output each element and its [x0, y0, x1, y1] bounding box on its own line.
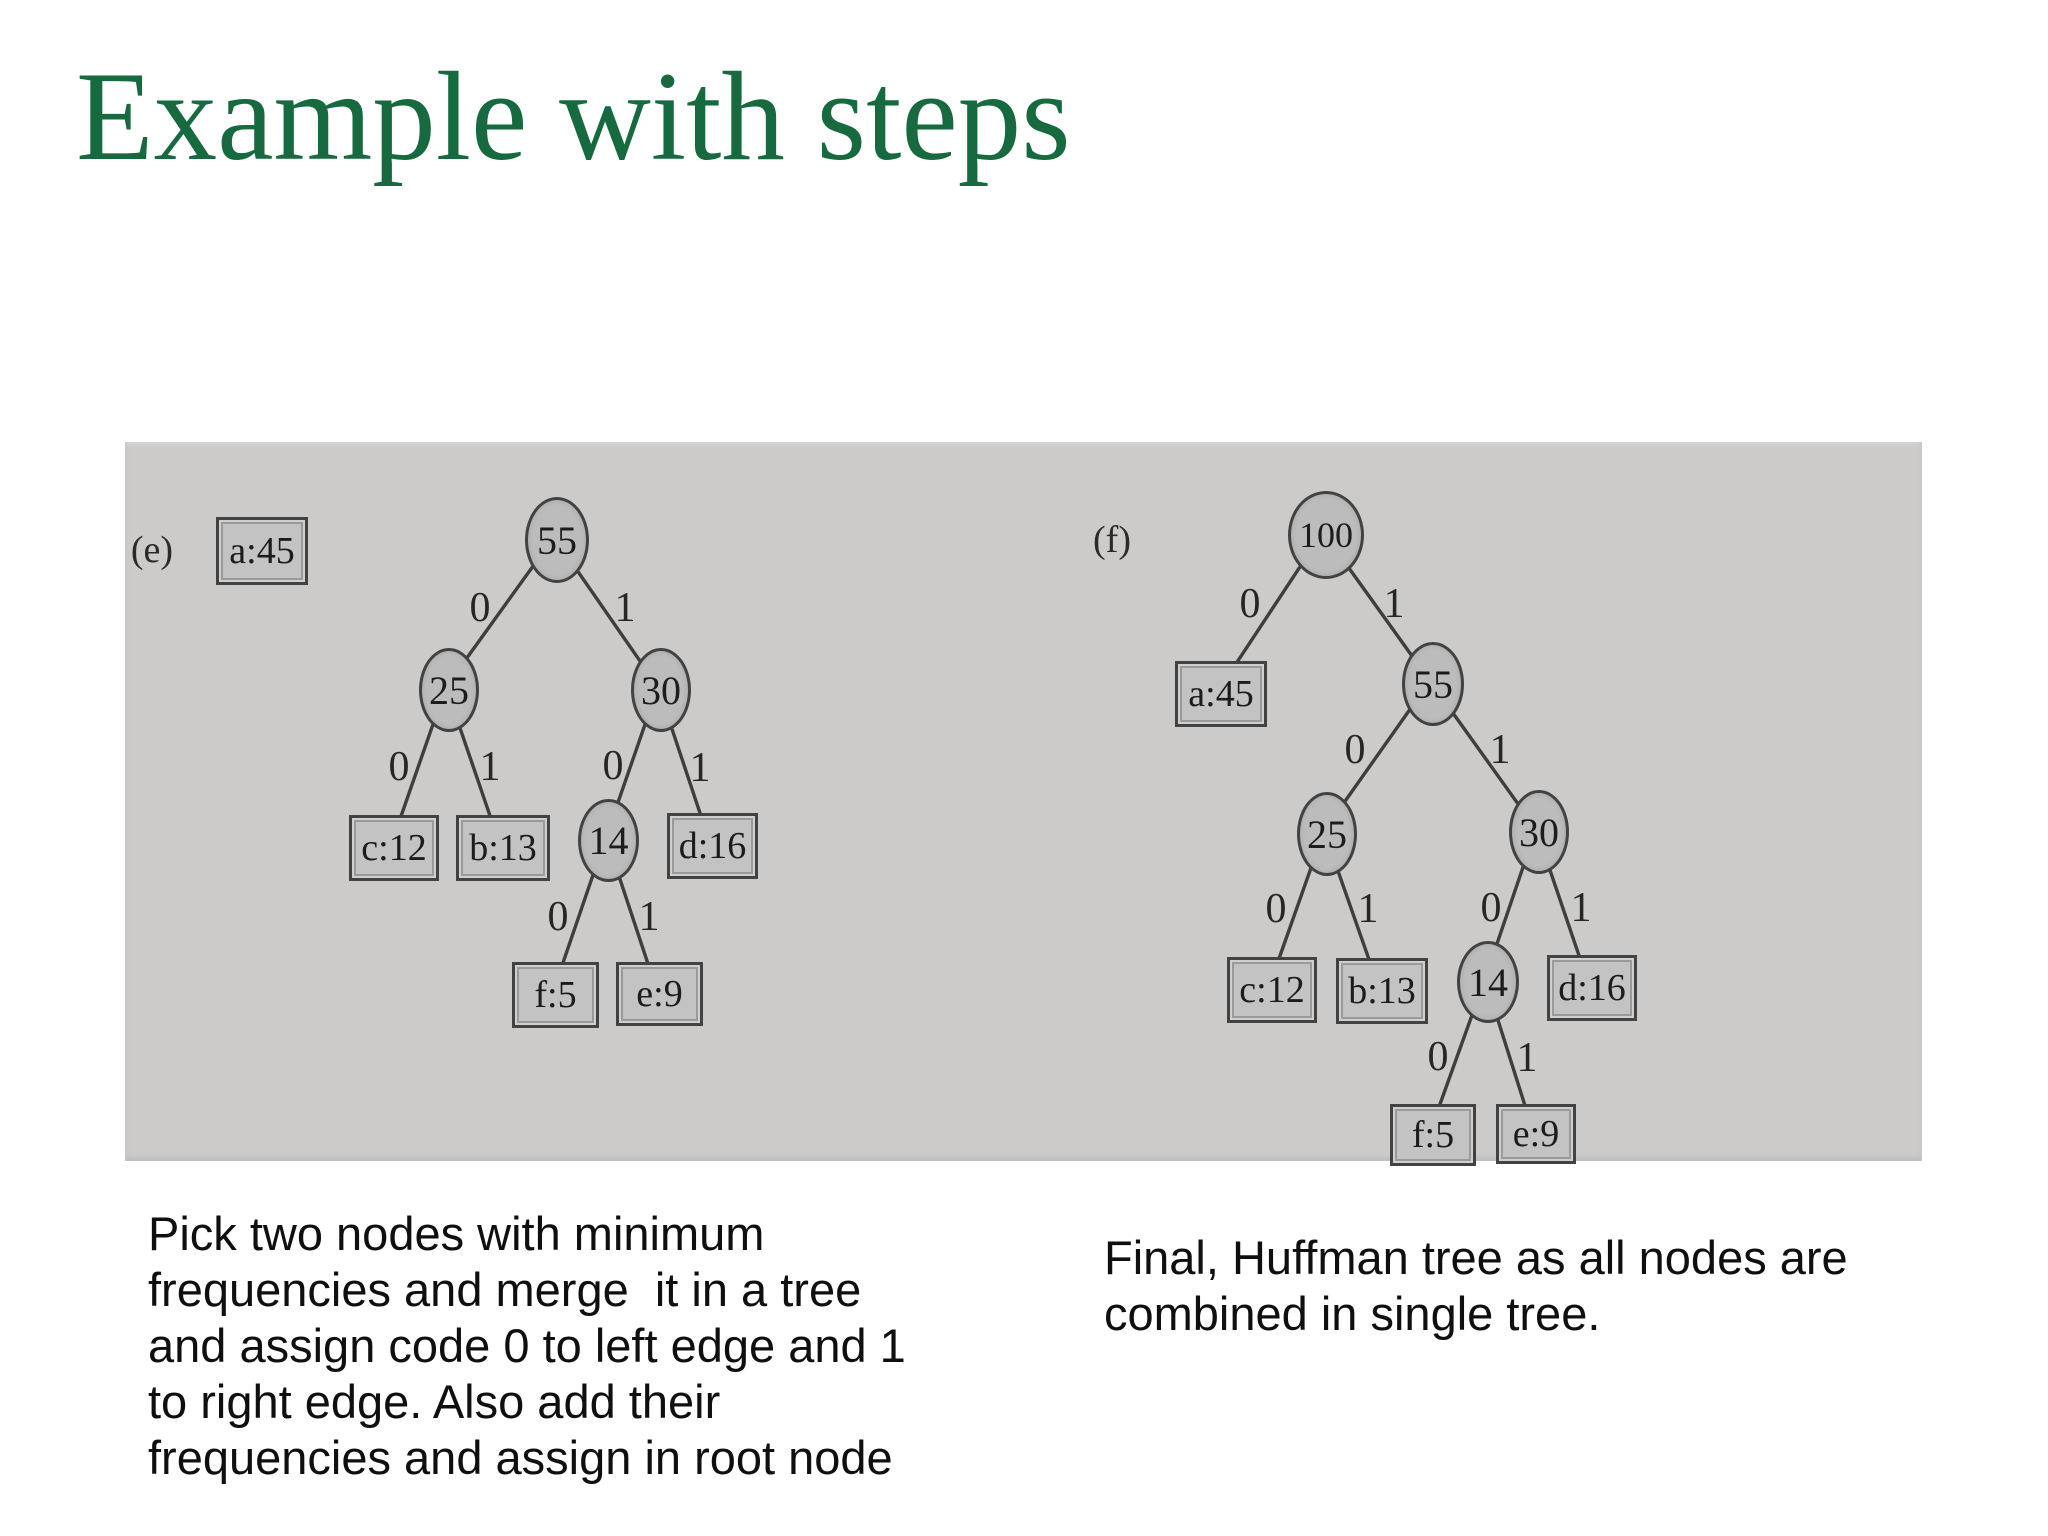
- edge-code-1: 1: [1357, 886, 1379, 932]
- tree-f-node-a45: a:45: [1175, 661, 1267, 727]
- tree-e-node-d16: d:16: [667, 813, 758, 879]
- figure-panel: (e) a:45 55 25 30 14 c:12 b:13 d:16 f:5 …: [125, 442, 1922, 1166]
- edge-code-0: 0: [1265, 886, 1287, 932]
- edge-code-0: 0: [1480, 885, 1502, 931]
- edge-code-0: 0: [388, 744, 410, 790]
- tree-f-node-55: 55: [1402, 642, 1464, 726]
- edge-code-0: 0: [547, 894, 569, 940]
- caption-left-line: to right edge. Also add their: [148, 1375, 721, 1428]
- tree-f-node-f5: f:5: [1390, 1104, 1476, 1166]
- tree-e-node-a45: a:45: [216, 517, 308, 585]
- caption-left-line: frequencies and assign in root node: [148, 1431, 893, 1484]
- tree-e-node-25: 25: [419, 648, 479, 732]
- edge-code-0: 0: [602, 743, 624, 789]
- tree-e-node-30: 30: [631, 648, 691, 732]
- caption-right: Final, Huffman tree as all nodes are com…: [1104, 1230, 1848, 1342]
- edge-code-1: 1: [689, 745, 711, 791]
- edge-code-1: 1: [1383, 581, 1405, 627]
- edge-code-0: 0: [1344, 727, 1366, 773]
- edge-code-1: 1: [1516, 1035, 1538, 1081]
- edge-code-0: 0: [469, 585, 491, 631]
- tree-f-node-c12: c:12: [1227, 957, 1317, 1023]
- caption-left: Pick two nodes with minimum frequencies …: [148, 1206, 906, 1486]
- page-title: Example with steps: [76, 47, 1071, 187]
- tree-e-node-f5: f:5: [512, 962, 599, 1028]
- tree-e-node-14: 14: [578, 799, 639, 882]
- caption-left-line: and assign code 0 to left edge and 1: [148, 1319, 906, 1372]
- tree-e-node-55: 55: [525, 497, 589, 583]
- edge-code-1: 1: [638, 894, 660, 940]
- edge-code-1: 1: [1570, 885, 1592, 931]
- caption-left-line: Pick two nodes with minimum: [148, 1207, 765, 1260]
- caption-left-line: frequencies and merge it in a tree: [148, 1263, 862, 1316]
- edge-code-0: 0: [1427, 1034, 1449, 1080]
- caption-right-line: combined in single tree.: [1104, 1287, 1601, 1340]
- tree-f-node-30: 30: [1509, 790, 1569, 874]
- edge-code-1: 1: [1489, 727, 1511, 773]
- tree-f-node-b13: b:13: [1336, 958, 1428, 1024]
- tree-f-node-25: 25: [1297, 792, 1357, 876]
- edge-code-1: 1: [614, 585, 636, 631]
- edge-code-1: 1: [479, 744, 501, 790]
- caption-right-line: Final, Huffman tree as all nodes are: [1104, 1231, 1848, 1284]
- tree-edges: [389, 531, 1591, 1133]
- tree-f-node-14: 14: [1457, 941, 1519, 1023]
- tree-f-node-d16: d:16: [1547, 955, 1637, 1021]
- tree-e-node-b13: b:13: [456, 815, 550, 881]
- subfigure-label-f: (f): [1093, 519, 1131, 561]
- tree-e-node-c12: c:12: [349, 815, 439, 881]
- tree-e-node-e9: e:9: [616, 962, 703, 1026]
- subfigure-label-e: (e): [130, 529, 174, 571]
- tree-f-node-100: 100: [1288, 491, 1364, 579]
- tree-f-node-e9: e:9: [1496, 1104, 1576, 1164]
- edge-code-0: 0: [1239, 581, 1261, 627]
